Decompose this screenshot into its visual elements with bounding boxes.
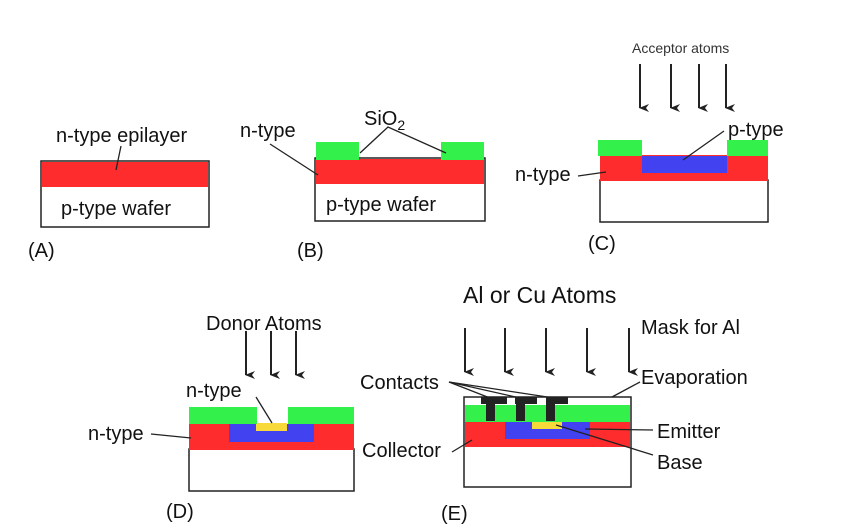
panel-a: n-type epilayer p-type wafer (A) (28, 125, 210, 262)
metal-arrows (464, 328, 638, 376)
leader-contacts (448, 381, 555, 399)
label-n-type-c: n-type (515, 164, 571, 186)
label-acceptor-atoms: Acceptor atoms (632, 40, 729, 56)
substrate-d (188, 448, 355, 492)
emitter-region-e (532, 421, 562, 429)
label-mask-line2: Evaporation (641, 367, 748, 389)
label-p-wafer-a: p-type wafer (61, 198, 171, 220)
n-layer-b (316, 159, 484, 184)
label-contacts: Contacts (360, 372, 439, 394)
leader-sio2 (359, 126, 447, 154)
oxide-left-c (598, 140, 642, 156)
oxide-right-c (727, 140, 768, 156)
panel-tag-b: (B) (297, 240, 324, 262)
oxide-right-b (441, 142, 484, 160)
label-al-cu-atoms: Al or Cu Atoms (463, 282, 616, 308)
panel-b: SiO2 n-type p-type wafer (B) (240, 108, 486, 262)
label-base: Base (657, 452, 703, 474)
leader-n-type-side-d (150, 433, 192, 439)
label-n-type-top-d: n-type (186, 380, 242, 402)
label-n-type-side-d: n-type (88, 423, 144, 445)
leader-collector (451, 439, 473, 453)
substrate-c (599, 179, 769, 223)
p-region-c (642, 156, 727, 173)
leader-p-type-c (682, 130, 725, 161)
label-n-type-b: n-type (240, 120, 296, 142)
panel-d: Donor Atoms n-type n-type (D) (88, 313, 355, 523)
metal-contacts (481, 397, 568, 421)
leader-base (555, 424, 654, 456)
acceptor-arrows (639, 64, 735, 112)
n-epilayer-a (42, 162, 208, 187)
oxide-right-d (288, 407, 354, 424)
label-mask-line1: Mask for Al (641, 317, 740, 339)
label-sio2: SiO2 (364, 108, 405, 133)
contact-emitter (546, 397, 568, 421)
donor-arrows (245, 331, 305, 379)
leader-mask (611, 381, 641, 398)
label-n-epilayer: n-type epilayer (56, 125, 188, 147)
leader-emitter (584, 428, 654, 431)
label-emitter: Emitter (657, 421, 721, 443)
panel-tag-e: (E) (441, 503, 468, 525)
leader-n-type-c (577, 171, 607, 177)
panel-e: Al or Cu Atoms Contacts Mask for Al Evap… (360, 282, 748, 525)
panel-tag-c: (C) (588, 233, 616, 255)
base-region-e (505, 421, 590, 439)
label-donor-atoms: Donor Atoms (206, 313, 322, 335)
label-p-wafer-b: p-type wafer (326, 194, 436, 216)
oxide-left-d (189, 407, 257, 424)
contact-collector (481, 397, 507, 421)
panel-tag-a: (A) (28, 240, 55, 262)
n-plus-emitter-d (256, 423, 287, 431)
contact-base (515, 397, 537, 421)
label-p-type-c: p-type (728, 119, 784, 141)
label-collector: Collector (362, 440, 441, 462)
oxide-left-b (316, 142, 359, 160)
panel-c: Acceptor atoms p-type n-type (C) (515, 40, 784, 255)
leader-n-type-top-d (255, 396, 273, 424)
p-base-d (229, 424, 314, 442)
leader-n-type-b (269, 143, 319, 176)
panel-tag-d: (D) (166, 501, 194, 523)
leader-epilayer (115, 145, 122, 171)
